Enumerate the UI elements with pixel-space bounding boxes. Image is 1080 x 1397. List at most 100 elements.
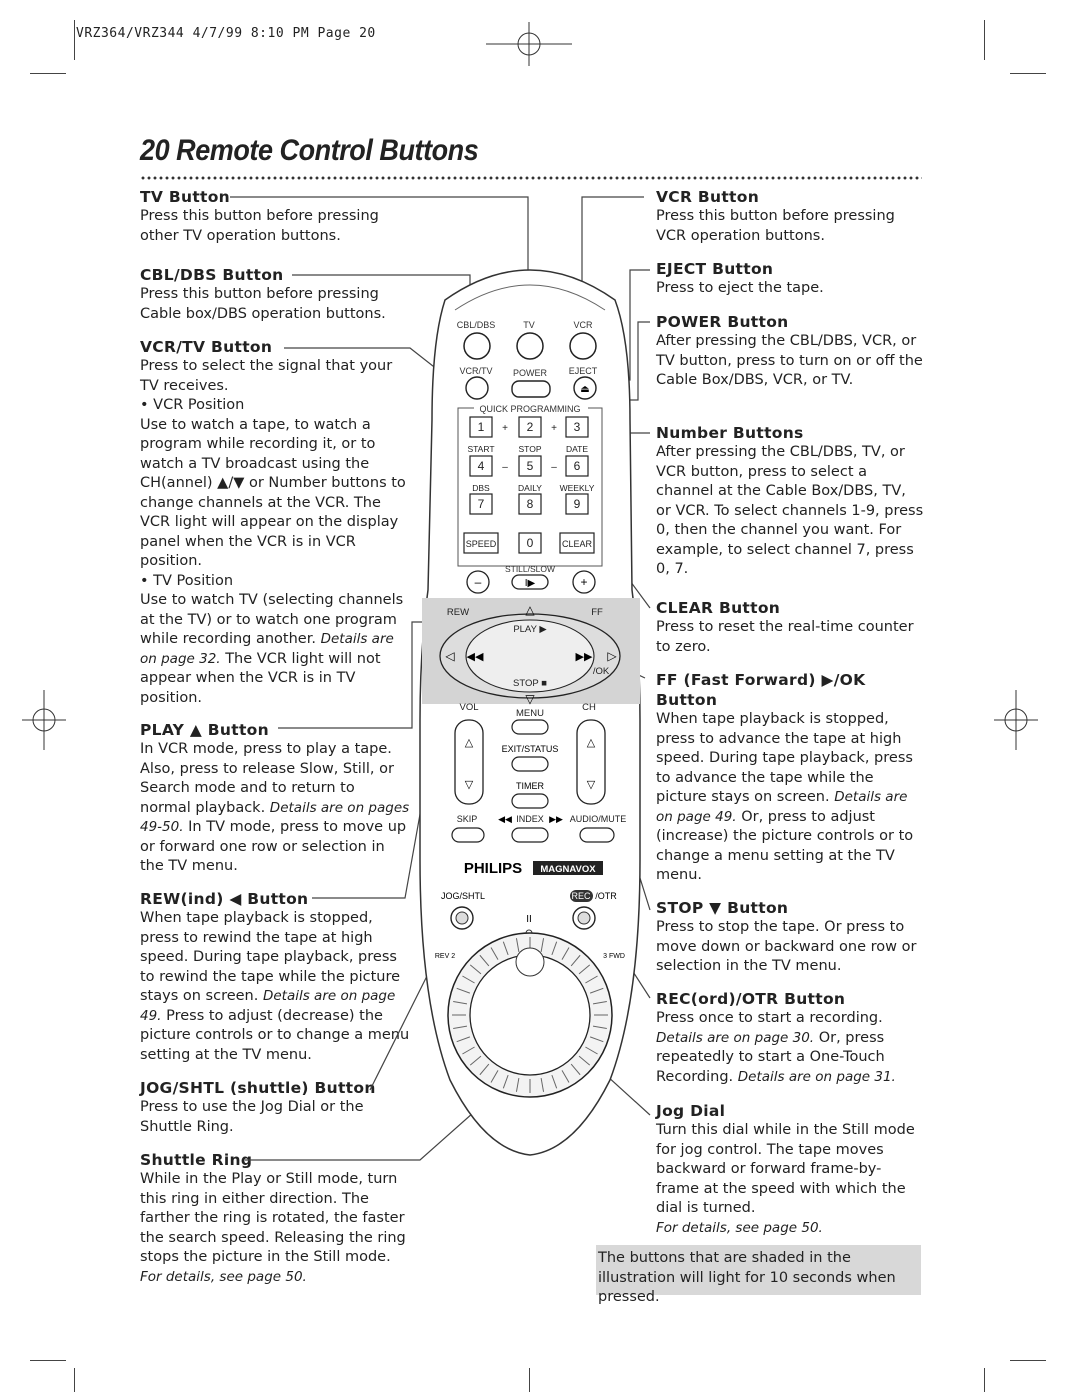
remote-key-4[interactable]	[469, 455, 493, 477]
key-2-label: 2	[527, 420, 534, 434]
tv-button-heading: TV Button	[140, 188, 231, 206]
remote-label-tv: TV	[523, 320, 535, 330]
key-6-label: 6	[574, 459, 581, 473]
key-1-sublabel: START	[467, 444, 494, 454]
jog-button-body: Press to use the Jog Dial or the Shuttle…	[140, 1099, 364, 1135]
remote-label-vcr: VCR	[573, 320, 593, 330]
remote-key-2[interactable]	[518, 416, 542, 438]
remote-power-key[interactable]	[511, 380, 551, 398]
remote-tv-key[interactable]	[516, 332, 544, 360]
remote-key-9[interactable]	[565, 493, 589, 515]
remote-key-clear[interactable]	[559, 532, 595, 554]
vcrtv-button-body: Press to select the signal that your TV …	[140, 358, 393, 394]
remote-label-ok: /OK	[593, 666, 610, 677]
shuttle-ridge	[515, 938, 520, 953]
shuttle-ridge	[456, 987, 471, 994]
remote-skip-key[interactable]	[451, 827, 485, 843]
remote-index-key[interactable]	[511, 827, 549, 843]
rec-button-desc: REC(ord)/OTR Button Press once to start …	[656, 989, 924, 1087]
remote-plus-key[interactable]	[572, 570, 596, 594]
rew-body-a: When tape playback is stopped, press to …	[140, 910, 401, 1004]
eject-button-desc: EJECT Button Press to eject the tape.	[656, 259, 924, 299]
crop-mark	[984, 1368, 985, 1392]
remote-key-speed[interactable]	[463, 532, 499, 554]
remote-label-cbl: CBL/DBS	[457, 320, 496, 330]
power-button-desc: POWER Button After pressing the CBL/DBS,…	[656, 312, 924, 391]
remote-exit-key[interactable]	[511, 756, 549, 772]
minus-label: –	[475, 575, 482, 589]
shuttle-ridge	[479, 954, 490, 967]
remote-menu-key[interactable]	[511, 719, 549, 735]
jog-button-heading: JOG/SHTL (shuttle) Button	[140, 1079, 376, 1097]
remote-play-key[interactable]: PLAY ▶	[513, 624, 547, 635]
shuttle-ridge	[502, 941, 509, 956]
left-arrow-icon: ◁	[445, 649, 455, 663]
number-buttons-body: After pressing the CBL/DBS, TV, or VCR b…	[656, 444, 924, 577]
remote-vol-rocker[interactable]	[454, 719, 484, 805]
key-4-label: 4	[478, 459, 485, 473]
shuttle-ridge	[502, 1074, 509, 1089]
remote-stop-key[interactable]: STOP ■	[513, 678, 547, 689]
fast-forward-icon[interactable]: ▶▶	[576, 651, 593, 663]
jog-dial-heading: Jog Dial	[656, 1102, 726, 1120]
quick-sign: +	[502, 423, 508, 434]
remote-key-6[interactable]	[565, 455, 589, 477]
shuttle-ridge	[551, 941, 558, 956]
rec-button-body: Press once to start a recording. Details…	[656, 1009, 924, 1087]
shuttle-ridge	[453, 1025, 468, 1030]
remote-still-key[interactable]	[511, 574, 549, 590]
crop-mark	[30, 1360, 66, 1361]
rewind-icon[interactable]: ◀◀	[467, 651, 484, 663]
key-5-sublabel: DAILY	[518, 483, 542, 493]
index-back-icon: ◀◀	[498, 814, 512, 824]
remote-timer-key[interactable]	[511, 793, 549, 809]
crop-mark	[74, 20, 75, 60]
shuttle-ridge	[540, 938, 545, 953]
key-7-label: 7	[478, 497, 485, 511]
pause-icon: II	[526, 914, 532, 925]
jog-dial-ref: For details, see page 50.	[656, 1219, 823, 1236]
down-arrow-icon: ▽	[525, 692, 535, 706]
remote-label-ff: FF	[591, 607, 603, 618]
dotted-rule	[140, 176, 922, 180]
remote-label-quick: QUICK PROGRAMMING	[479, 404, 580, 414]
shuttle-ridge	[592, 1000, 607, 1005]
remote-minus-key[interactable]	[466, 570, 490, 594]
eject-button-body: Press to eject the tape.	[656, 280, 824, 296]
remote-key-8[interactable]	[518, 493, 542, 515]
key-1-label: 1	[478, 420, 485, 434]
shuttle-ring-heading: Shuttle Ring	[140, 1151, 253, 1169]
remote-label-jog: JOG/SHTL	[441, 891, 485, 901]
remote-ch-rocker[interactable]	[576, 719, 606, 805]
shuttle-ridge	[462, 1046, 475, 1055]
plus-label: +	[580, 575, 587, 589]
registration-mark	[994, 690, 1038, 750]
key-2-sublabel: STOP	[519, 444, 542, 454]
shuttle-ring-desc: Shuttle Ring While in the Play or Still …	[140, 1150, 410, 1287]
quick-sign: –	[502, 462, 508, 473]
still-icon: I▶	[525, 578, 536, 589]
remote-key-5[interactable]	[518, 455, 542, 477]
remote-vcrtv-key[interactable]	[465, 376, 489, 400]
remote-eject-key[interactable]	[573, 376, 597, 400]
remote-audio-key[interactable]	[579, 827, 615, 843]
tv-button-body: Press this button before pressing other …	[140, 208, 379, 244]
remote-key-0[interactable]	[518, 532, 542, 554]
rec-body-b: Or, press repeatedly to start a One-Touc…	[656, 1029, 885, 1085]
jog-button-desc: JOG/SHTL (shuttle) Button Press to use t…	[140, 1078, 410, 1137]
remote-vcr-key[interactable]	[569, 332, 597, 360]
ch-up-icon: △	[587, 737, 596, 749]
ff-button-desc: FF (Fast Forward) ▶/OK Button When tape …	[656, 670, 924, 886]
ff-ref: Details are on page 49.	[656, 789, 908, 825]
rec-body-a: Press once to start a recording.	[656, 1010, 883, 1026]
shuttle-ridge	[570, 954, 581, 967]
remote-key-7[interactable]	[469, 493, 493, 515]
clear-button-body: Press to reset the real-time counter to …	[656, 619, 914, 655]
remote-cbl-key[interactable]	[463, 332, 491, 360]
brand-magnavox-badge	[533, 861, 603, 875]
vcrtv-button-heading: VCR/TV Button	[140, 338, 273, 356]
remote-key-3[interactable]	[565, 416, 589, 438]
remote-key-1[interactable]	[469, 416, 493, 438]
shuttle-ridge	[585, 975, 598, 984]
